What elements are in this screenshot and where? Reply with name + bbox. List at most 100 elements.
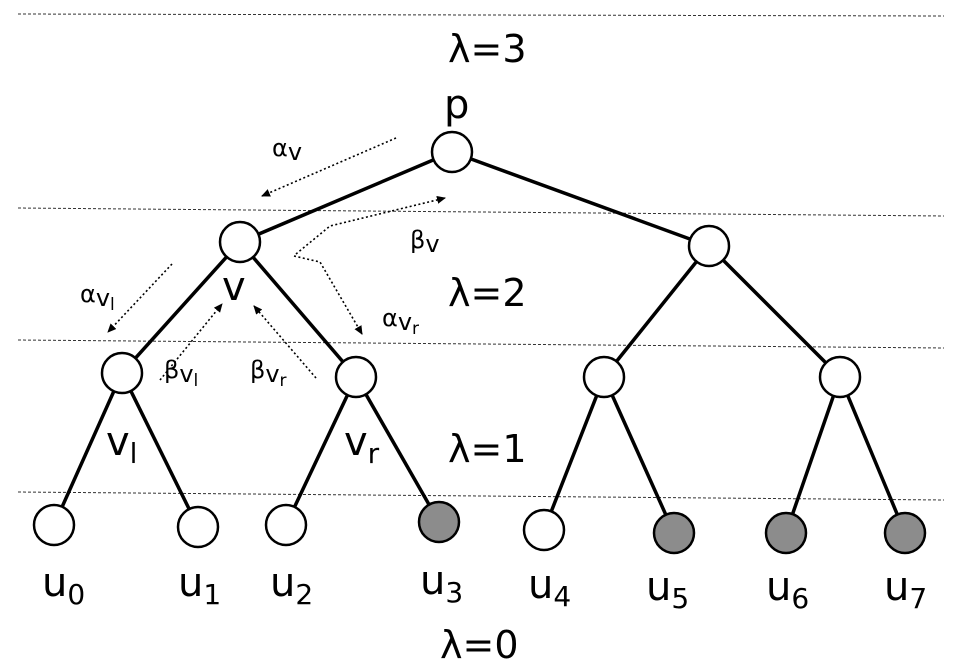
leaf-label-sub: 5 <box>671 582 689 615</box>
edge-v-vr <box>238 240 358 379</box>
node-p <box>430 130 474 174</box>
edge-v-vl <box>120 240 242 375</box>
level-label-2: λ=2 <box>448 271 527 315</box>
leaf-label-base: u <box>270 560 295 606</box>
arrow-alpha-vl <box>107 263 173 333</box>
tree-nodes <box>100 130 862 399</box>
arrow-alpha-v <box>261 137 397 197</box>
leaf-label-u5: u5 <box>646 564 689 615</box>
edge-rl-u5 <box>602 376 676 534</box>
edge-vr-u2 <box>284 376 358 526</box>
edge-vl-u1 <box>120 372 200 528</box>
msg-beta-v-sub: v <box>425 230 439 258</box>
msg-beta-vr-subsub: r <box>280 371 287 391</box>
node-label-vl-sub: l <box>130 437 138 470</box>
msg-label-alpha-vl: αvl <box>80 280 115 315</box>
msg-alpha-vr-base: α <box>382 304 398 332</box>
leaf-label-u0: u0 <box>42 560 85 611</box>
leaf-label-sub: 1 <box>203 578 221 611</box>
leaf-label-sub: 0 <box>67 578 85 611</box>
level-label-1: λ=1 <box>448 427 527 471</box>
leaf-label-sub: 4 <box>553 580 571 613</box>
msg-label-alpha-v: αv <box>272 134 302 166</box>
node-right-right <box>818 355 862 399</box>
leaf-node-u2 <box>264 503 308 547</box>
arrow-beta-vl <box>159 303 223 381</box>
leaf-label-base: u <box>884 564 909 610</box>
leaf-node-u6 <box>764 511 808 555</box>
leaf-nodes <box>32 500 927 555</box>
msg-alpha-vl-subsub: l <box>110 295 115 315</box>
node-v <box>218 220 262 264</box>
level-separators <box>17 13 945 501</box>
node-label-vl-base: v <box>106 419 130 465</box>
leaf-node-u0 <box>32 503 76 547</box>
leaf-node-u1 <box>176 505 220 549</box>
msg-beta-vl-sub: v <box>179 360 193 388</box>
node-vl <box>100 351 144 395</box>
edge-rl-u4 <box>542 376 606 531</box>
msg-beta-vr-sub: v <box>265 360 279 388</box>
leaf-node-u5 <box>652 511 696 555</box>
msg-label-beta-vl: βvl <box>164 356 198 391</box>
edge-p-v <box>239 150 453 244</box>
msg-label-beta-vr: βvr <box>250 356 287 391</box>
msg-beta-vr-base: β <box>250 356 265 384</box>
leaf-label-base: u <box>42 560 67 606</box>
leaf-label-sub: 7 <box>909 582 927 615</box>
leaf-label-sub: 6 <box>791 582 809 615</box>
leaf-label-u3: u3 <box>420 558 463 609</box>
leaf-node-u4 <box>522 508 566 552</box>
edge-vl-u0 <box>52 372 124 526</box>
message-arrows <box>107 137 446 381</box>
node-right <box>687 224 731 268</box>
msg-alpha-v-sub: v <box>288 138 302 166</box>
node-right-left <box>582 355 626 399</box>
leaf-label-sub: 3 <box>445 576 463 609</box>
edge-rr-u6 <box>784 376 842 534</box>
leaf-label-u2: u2 <box>270 560 313 611</box>
msg-beta-v-base: β <box>410 226 425 254</box>
msg-alpha-vr-sub: v <box>398 308 412 336</box>
msg-label-alpha-vr: αvr <box>382 304 419 339</box>
leaf-label-base: u <box>766 564 791 610</box>
leaf-label-base: u <box>646 564 671 610</box>
leaf-label-base: u <box>178 560 203 606</box>
leaf-label-sub: 2 <box>295 578 313 611</box>
leaf-node-u3 <box>417 500 461 544</box>
leaf-node-u7 <box>883 511 927 555</box>
msg-beta-vl-subsub: l <box>194 371 199 391</box>
node-label-p: p <box>444 82 469 128</box>
arrow-alpha-vr <box>293 255 363 335</box>
node-label-v: v <box>222 264 246 310</box>
arrow-beta-v <box>295 196 446 255</box>
leaf-label-u7: u7 <box>884 564 927 615</box>
node-label-vl: vl <box>106 419 137 470</box>
level-label-0: λ=0 <box>440 623 519 667</box>
node-label-vr: vr <box>344 419 380 470</box>
msg-alpha-vl-base: α <box>80 280 96 308</box>
msg-beta-vl-base: β <box>164 356 179 384</box>
level-separator-1-0 <box>17 491 945 501</box>
node-label-vr-sub: r <box>368 437 380 470</box>
level-label-3: λ=3 <box>448 27 527 71</box>
level-separator-top <box>17 13 945 17</box>
edge-r-rl <box>602 244 711 379</box>
level-separator-2-1 <box>17 339 945 349</box>
tree-edges <box>52 150 907 534</box>
leaf-label-u1: u1 <box>178 560 221 611</box>
msg-alpha-vr-subsub: r <box>412 319 419 339</box>
level-separator-3-2 <box>17 207 945 217</box>
edge-r-rr <box>707 244 842 379</box>
leaf-label-base: u <box>420 558 445 604</box>
msg-alpha-vl-sub: v <box>96 284 110 312</box>
edge-p-right <box>451 150 710 248</box>
leaf-label-u6: u6 <box>766 564 809 615</box>
msg-label-beta-v: βv <box>410 226 440 258</box>
msg-alpha-v-base: α <box>272 134 288 162</box>
edge-rr-u7 <box>838 376 907 534</box>
node-vr <box>334 355 378 399</box>
edge-vr-u3 <box>354 376 441 523</box>
